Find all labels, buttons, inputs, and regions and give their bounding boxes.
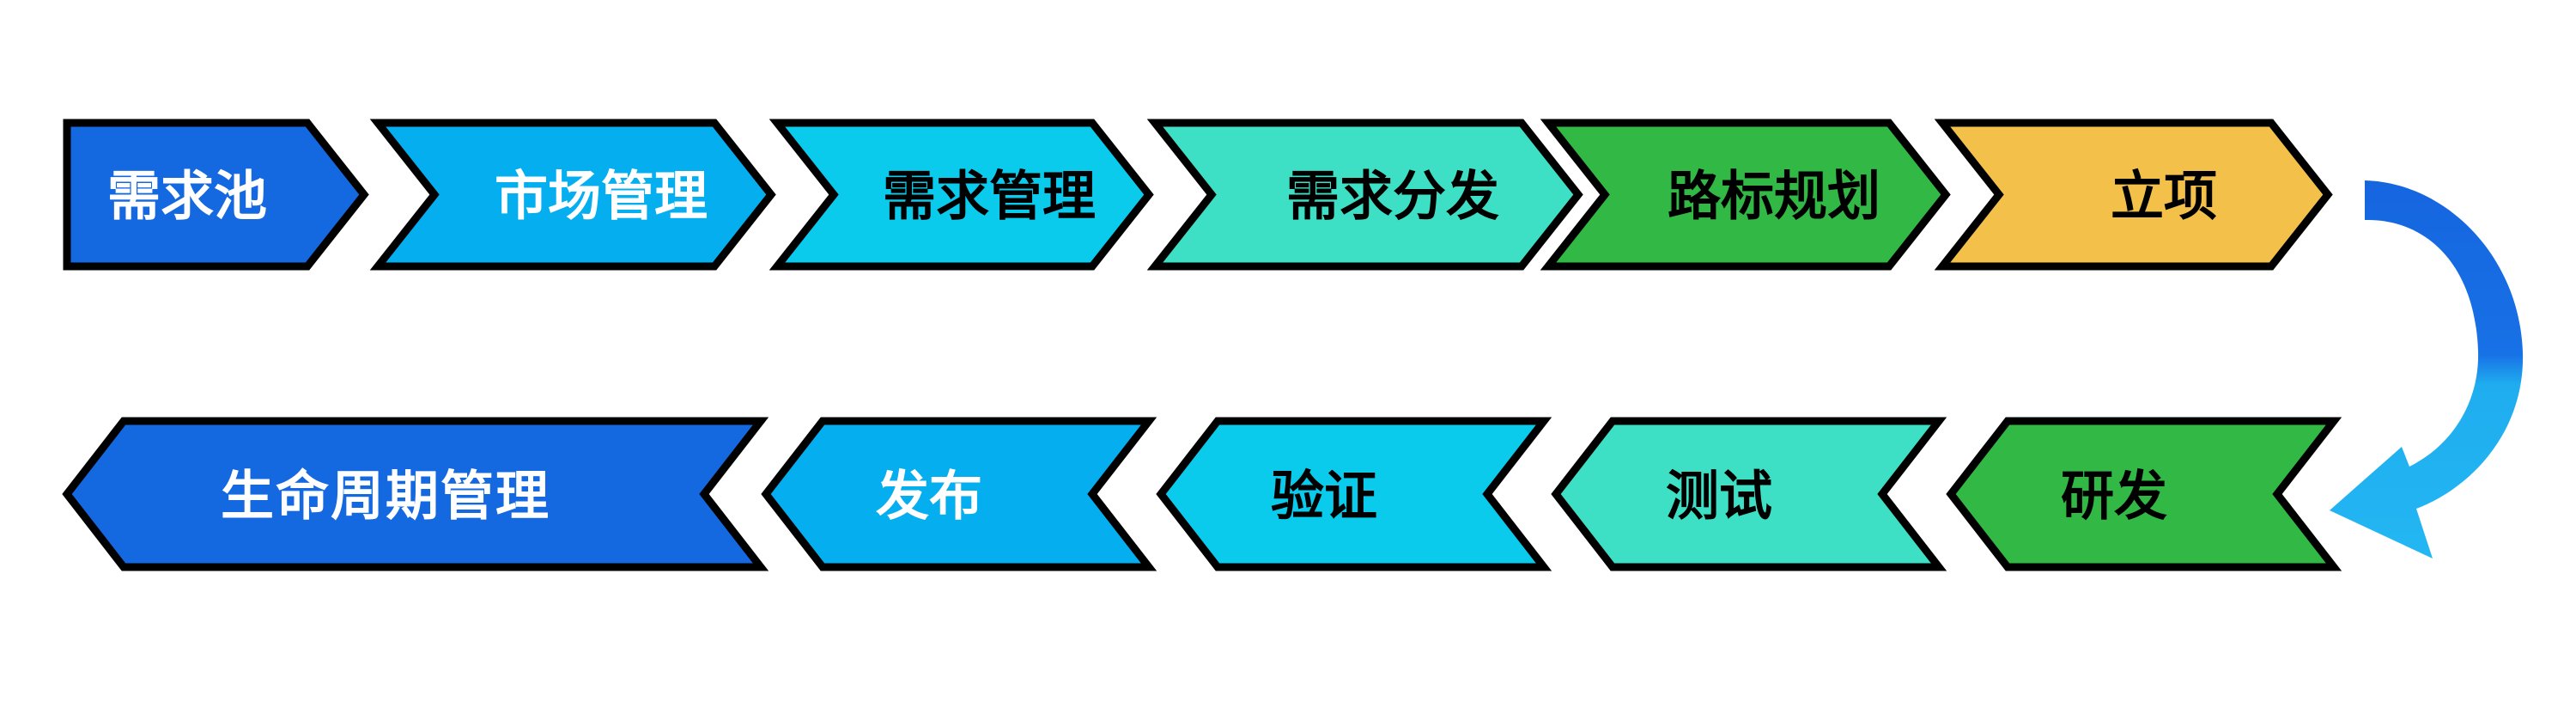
stage-development-shape (1946, 417, 2342, 571)
stage-market-management: 市场管理 (369, 119, 776, 271)
stage-release: 发布 (761, 417, 1157, 571)
stage-project-initiation-label: 立项 (2111, 165, 2217, 228)
stage-testing-label: 测试 (1666, 465, 1772, 528)
stage-requirement-distribution-label: 需求分发 (1286, 165, 1499, 228)
stage-roadmap-planning-label: 路标规划 (1668, 165, 1880, 228)
stage-requirement-management-label: 需求管理 (883, 165, 1096, 228)
stage-requirement-management: 需求管理 (769, 119, 1154, 271)
stage-testing-shape (1551, 417, 1947, 571)
loop-arrow-icon (2330, 180, 2524, 559)
stage-lifecycle-management: 生命周期管理 (62, 417, 769, 571)
stage-requirement-distribution-shape (1146, 119, 1583, 271)
stage-testing: 测试 (1551, 417, 1947, 571)
stage-release-shape (761, 417, 1157, 571)
bottom-row: 生命周期管理 发布 验证 测试 研发 (62, 417, 2342, 571)
stage-market-management-label: 市场管理 (495, 165, 708, 228)
stage-market-management-shape (369, 119, 776, 271)
stage-roadmap-planning: 路标规划 (1540, 119, 1951, 271)
stage-lifecycle-management-shape (62, 417, 769, 571)
stage-demand-pool-label: 需求池 (107, 165, 267, 228)
stage-project-initiation: 立项 (1934, 119, 2333, 271)
stage-release-label: 发布 (876, 465, 982, 528)
stage-project-initiation-shape (1934, 119, 2333, 271)
stage-verification: 验证 (1156, 417, 1552, 571)
top-row: 需求池 市场管理 需求管理 需求分发 路标规划 立项 (63, 119, 2333, 271)
stage-roadmap-planning-shape (1540, 119, 1951, 271)
stage-demand-pool-shape (63, 119, 369, 271)
stage-verification-shape (1156, 417, 1552, 571)
stage-development: 研发 (1946, 417, 2342, 571)
stage-development-label: 研发 (2061, 465, 2167, 528)
stage-requirement-management-shape (769, 119, 1154, 271)
stage-verification-label: 验证 (1271, 465, 1377, 528)
stage-demand-pool: 需求池 (63, 119, 369, 271)
stage-requirement-distribution: 需求分发 (1146, 119, 1583, 271)
stage-lifecycle-management-label: 生命周期管理 (221, 465, 550, 528)
